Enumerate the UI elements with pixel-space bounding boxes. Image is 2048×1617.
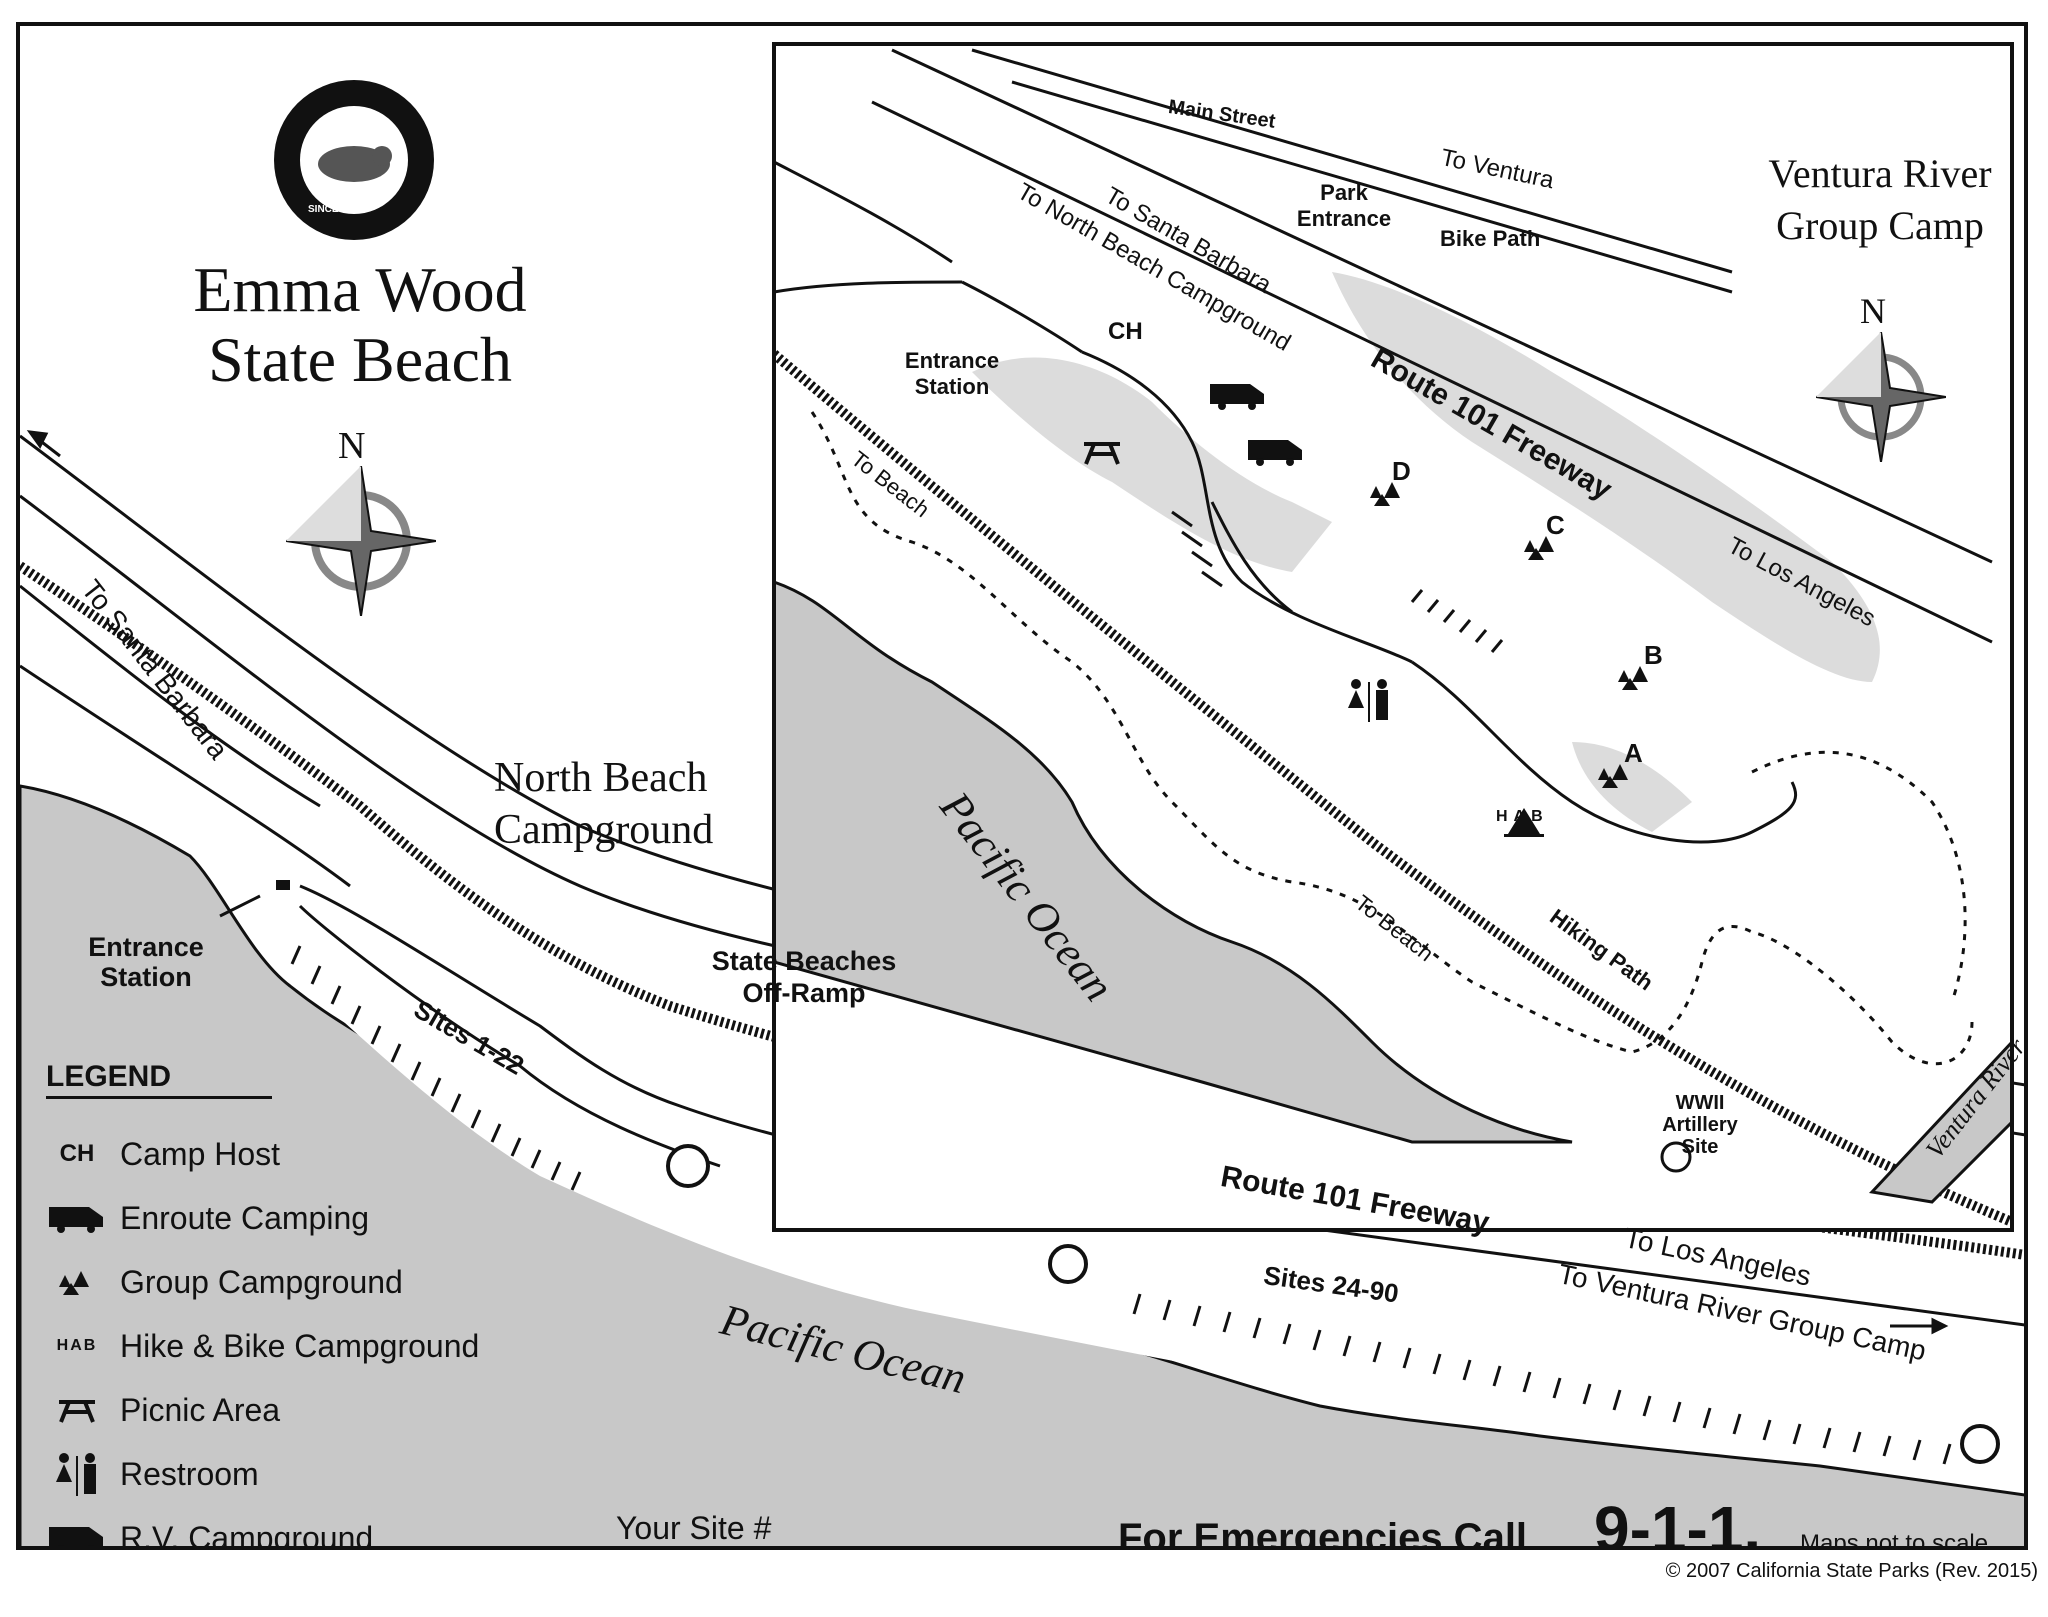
group-tent-icon bbox=[1524, 536, 1554, 560]
legend-item-group-campground: Group Campground bbox=[46, 1260, 403, 1304]
wwii-line2: Artillery bbox=[1662, 1114, 1738, 1136]
your-site-label: Your Site # bbox=[616, 1510, 772, 1546]
rv-icon bbox=[46, 1198, 108, 1238]
restroom-icon bbox=[1348, 679, 1388, 722]
camp-host-icon: CH bbox=[59, 1140, 95, 1167]
park-entrance-line1: Park bbox=[1320, 180, 1368, 205]
rv-icon bbox=[46, 1518, 108, 1546]
group-tent-icon bbox=[46, 1262, 108, 1302]
emergency-number: 9-1-1. bbox=[1594, 1493, 1762, 1550]
wwii-line3: Site bbox=[1681, 1136, 1719, 1158]
campsite-ticks bbox=[290, 945, 1952, 1465]
inset-entrance-station-line1: Entrance bbox=[904, 348, 1000, 373]
emergency-prefix: For Emergencies Call bbox=[1118, 1516, 1528, 1550]
bike-path-label: Bike Path bbox=[1440, 226, 1541, 251]
entrance-station-line2: Station bbox=[100, 962, 192, 992]
legend-item-restroom: Restroom bbox=[46, 1452, 259, 1496]
picnic-table-icon bbox=[46, 1390, 108, 1430]
inset-map-svg bbox=[772, 42, 2014, 1232]
legend-item-hike-bike: HAB Hike & Bike Campground bbox=[46, 1324, 480, 1368]
rv-icon bbox=[1210, 384, 1264, 410]
legend-label: Picnic Area bbox=[120, 1391, 281, 1428]
group-site-a-label: A bbox=[1624, 738, 1643, 768]
group-site-d-label: D bbox=[1392, 456, 1411, 486]
inset-roads bbox=[773, 48, 1993, 844]
legend-label: Enroute Camping bbox=[120, 1199, 370, 1236]
legend-label: Hike & Bike Campground bbox=[120, 1327, 480, 1364]
group-tent-icon bbox=[1618, 666, 1648, 690]
hiking-path bbox=[810, 411, 1974, 1066]
inset-entrance-station-line2: Station bbox=[914, 374, 990, 399]
turnaround-circle bbox=[1960, 1424, 2000, 1464]
wwii-line1: WWII bbox=[1675, 1092, 1725, 1114]
group-site-c-label: C bbox=[1546, 510, 1565, 540]
north-label: N bbox=[338, 425, 366, 467]
vegetation-area bbox=[972, 272, 1880, 832]
not-to-scale-note: Maps not to scale. bbox=[1800, 1530, 1995, 1550]
hike-bike-tent-icon bbox=[1504, 808, 1544, 837]
copyright: © 2007 California State Parks (Rev. 2015… bbox=[1665, 1560, 2038, 1582]
park-title-line2: State Beach bbox=[208, 324, 512, 395]
state-parks-seal bbox=[270, 76, 438, 244]
camp-host-marker: CH bbox=[1108, 318, 1143, 345]
off-ramp-line2: Off-Ramp bbox=[742, 978, 866, 1008]
legend-item-rv-campground: R.V. Campground bbox=[46, 1516, 374, 1550]
compass-rose-icon bbox=[286, 466, 436, 616]
legend-label: Camp Host bbox=[120, 1135, 281, 1172]
rv-icon bbox=[1248, 440, 1302, 466]
seal-since: SINCE 1864 bbox=[308, 204, 364, 215]
map-frame: SINCE 1864 Emma Wood State Beach N To Sa… bbox=[16, 22, 2028, 1550]
hike-bike-tent-icon: HAB bbox=[56, 1337, 98, 1354]
legend-label: Restroom bbox=[120, 1455, 259, 1492]
park-entrance-line2: Entrance bbox=[1296, 206, 1392, 231]
picnic-table-icon bbox=[1084, 442, 1120, 465]
inset-title-line1: Ventura River bbox=[1768, 151, 1992, 196]
north-beach-line2: Campground bbox=[494, 807, 714, 853]
parking-stalls bbox=[1171, 510, 1504, 653]
legend-item-picnic-area: Picnic Area bbox=[46, 1388, 280, 1432]
north-beach-line1: North Beach bbox=[494, 755, 708, 801]
turnaround-circle bbox=[1048, 1244, 1088, 1284]
restroom-icon bbox=[46, 1453, 108, 1496]
wwii-site-marker bbox=[1660, 1141, 1692, 1173]
inset-title-line2: Group Camp bbox=[1776, 203, 1984, 248]
inset-ocean-area bbox=[772, 579, 1573, 1144]
turnaround-circle bbox=[666, 1144, 710, 1188]
entrance-station-marker bbox=[276, 880, 290, 890]
legend-item-camp-host: CH Camp Host bbox=[46, 1132, 280, 1176]
your-site-blank[interactable] bbox=[788, 1548, 990, 1550]
inset-north-label: N bbox=[1860, 291, 1886, 331]
legend-label: R.V. Campground bbox=[120, 1519, 374, 1550]
group-site-b-label: B bbox=[1644, 640, 1663, 670]
entrance-station-line1: Entrance bbox=[88, 932, 204, 962]
group-tent-icon bbox=[1370, 482, 1400, 506]
off-ramp-line1: State Beaches bbox=[711, 946, 897, 976]
park-title-line1: Emma Wood bbox=[193, 254, 527, 325]
legend-label: Group Campground bbox=[120, 1263, 403, 1300]
legend-heading: LEGEND bbox=[46, 1060, 272, 1099]
inset-compass-rose-icon bbox=[1816, 332, 1946, 462]
railroad-track bbox=[20, 561, 2024, 1260]
inset-railroad-track bbox=[772, 350, 2014, 1227]
legend-item-enroute-camping: Enroute Camping bbox=[46, 1196, 369, 1240]
group-tent-icon bbox=[1598, 764, 1628, 788]
